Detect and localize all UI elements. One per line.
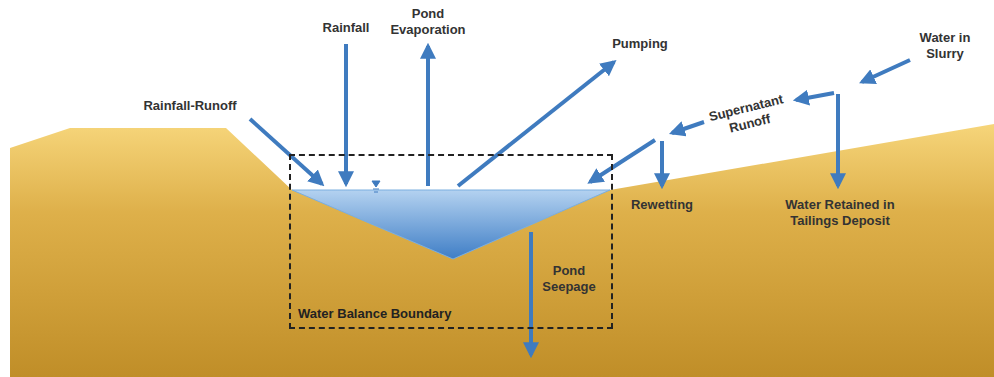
flow-label: Pond Seepage — [539, 263, 599, 295]
flow-label: Rainfall-Runoff — [125, 98, 255, 114]
flow-label: Water Retained in Tailings Deposit — [775, 197, 905, 229]
flow-label: Supernatant Runoff — [700, 90, 795, 143]
flow-arrows — [250, 44, 910, 355]
pond — [292, 190, 610, 259]
boundary-label: Water Balance Boundary — [298, 306, 451, 321]
flow-label: Pumping — [595, 36, 685, 52]
flow-label: Pond Evaporation — [388, 6, 468, 38]
flow-label: Water in Slurry — [915, 30, 975, 62]
flow-label: Rainfall — [301, 20, 391, 36]
ground — [10, 124, 994, 377]
water-level-symbol — [372, 181, 380, 192]
boundary-box: Water Balance Boundary — [289, 154, 613, 329]
flow-label: Rewetting — [617, 197, 707, 213]
